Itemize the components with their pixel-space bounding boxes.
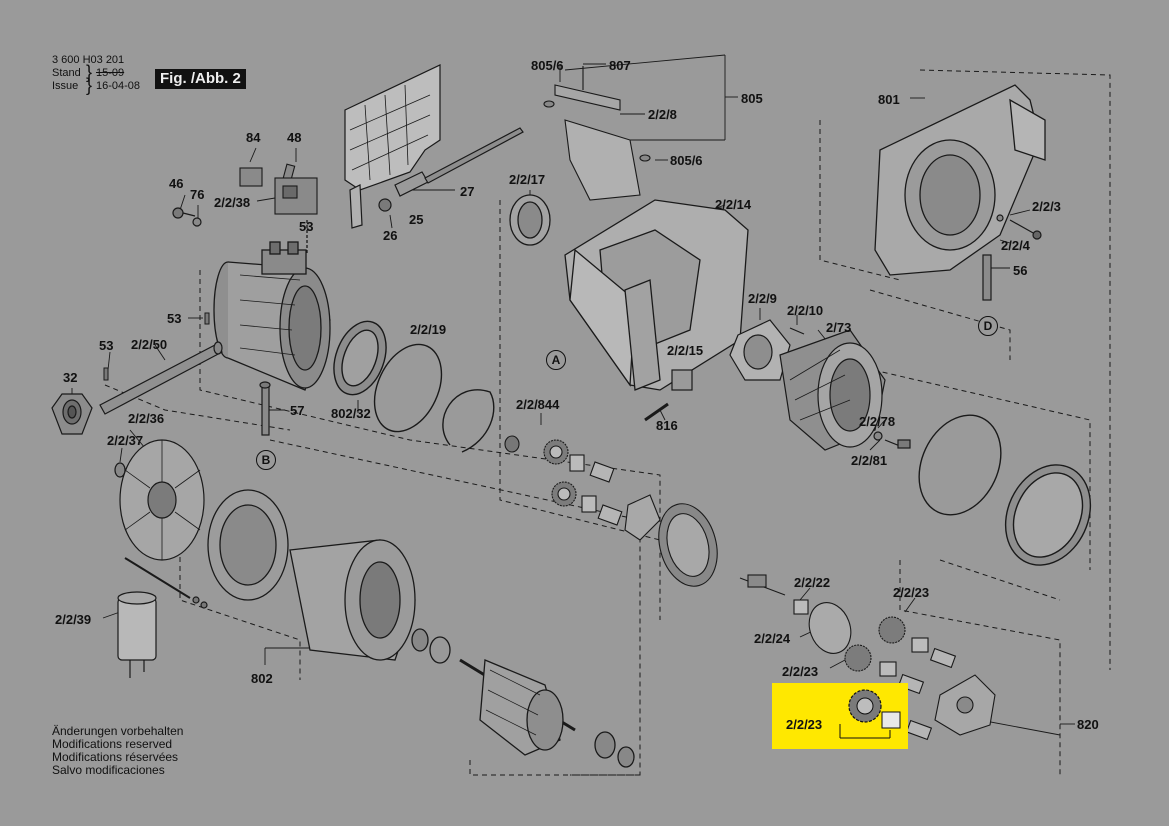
- selected-part-highlight[interactable]: [772, 683, 908, 749]
- callout-2-2-3[interactable]: 2/2/3: [1032, 199, 1061, 214]
- callout-2-73[interactable]: 2/73: [826, 320, 852, 335]
- part-armature: [459, 658, 635, 768]
- modification-notes: Änderungen vorbehalten Modifications res…: [52, 725, 183, 777]
- part-cover-plate: [344, 64, 524, 229]
- callout-2-2-23-left[interactable]: 2/2/23: [782, 664, 819, 679]
- callout-53-mid[interactable]: 53: [167, 311, 182, 326]
- brace-icon: }: [86, 75, 93, 95]
- assembly-outlines: [104, 69, 1111, 776]
- part-gear-section: [793, 599, 996, 741]
- callout-2-2-37[interactable]: 2/2/37: [107, 433, 144, 448]
- callout-25[interactable]: 25: [409, 212, 424, 227]
- part-screw-2278: [873, 431, 911, 449]
- brace-icon: }: [86, 62, 93, 82]
- part-fan-2236: [114, 439, 205, 561]
- issue-label: Issue: [52, 80, 79, 92]
- callout-802[interactable]: 802: [251, 671, 273, 686]
- note-line: Salvo modificaciones: [52, 763, 165, 777]
- part-gasket-229: [729, 319, 805, 381]
- part-pin-816: [644, 369, 693, 422]
- part-screw-223-224: [996, 214, 1042, 240]
- callout-816[interactable]: 816: [656, 418, 678, 433]
- part-shaft-2-2-50: [51, 341, 223, 435]
- callout-2-2-19[interactable]: 2/2/19: [410, 322, 447, 337]
- part-pin-56: [982, 254, 992, 301]
- callout-805-6-top[interactable]: 805/6: [531, 58, 564, 73]
- callout-2-2-38[interactable]: 2/2/38: [214, 195, 251, 210]
- callout-76[interactable]: 76: [190, 187, 205, 202]
- callout-26[interactable]: 26: [383, 228, 398, 243]
- callout-32[interactable]: 32: [63, 370, 78, 385]
- stand-value: 15-09: [96, 67, 125, 79]
- callout-2-2-23-top[interactable]: 2/2/23: [893, 585, 930, 600]
- callout-27[interactable]: 27: [460, 184, 475, 199]
- stand-label: Stand: [52, 67, 81, 79]
- note-line: Änderungen vorbehalten: [52, 724, 184, 738]
- callout-2-2-9[interactable]: 2/2/9: [748, 291, 777, 306]
- callout-802-32[interactable]: 802/32: [331, 406, 371, 421]
- callout-801[interactable]: 801: [878, 92, 900, 107]
- part-number: 3 600 H03 201: [52, 54, 125, 66]
- figure-badge: Fig. /Abb. 2: [155, 69, 246, 89]
- part-planetary-set: [504, 435, 786, 596]
- callout-2-2-36[interactable]: 2/2/36: [128, 411, 165, 426]
- marker-d[interactable]: D: [978, 316, 998, 336]
- part-brush-holder: [239, 163, 318, 215]
- callout-84[interactable]: 84: [246, 130, 261, 145]
- document-info: 3 600 H03 201 Stand}15-09 Issue}16-04-08: [52, 54, 141, 95]
- part-stator-802: [207, 489, 451, 664]
- part-motor-housing: [213, 220, 331, 391]
- callout-53-left[interactable]: 53: [99, 338, 114, 353]
- callout-2-2-78[interactable]: 2/2/78: [859, 414, 896, 429]
- callout-56[interactable]: 56: [1013, 263, 1028, 278]
- marker-b[interactable]: B: [256, 450, 276, 470]
- callout-2-2-24[interactable]: 2/2/24: [754, 631, 791, 646]
- callout-53-top[interactable]: 53: [299, 219, 314, 234]
- callout-2-2-17[interactable]: 2/2/17: [509, 172, 546, 187]
- callout-2-2-22[interactable]: 2/2/22: [794, 575, 831, 590]
- note-line: Modifications réservées: [52, 750, 179, 764]
- part-gearbox-housing: [509, 194, 749, 391]
- part-screw-46-76: [172, 207, 202, 227]
- issue-value: 16-04-08: [96, 80, 141, 92]
- note-line: Modifications reserved: [52, 737, 173, 751]
- callout-2-2-10[interactable]: 2/2/10: [787, 303, 824, 318]
- callout-46[interactable]: 46: [169, 176, 184, 191]
- callout-48[interactable]: 48: [287, 130, 302, 145]
- callout-2-2-81[interactable]: 2/2/81: [851, 453, 888, 468]
- callout-820[interactable]: 820: [1077, 717, 1099, 732]
- part-rings-right: [918, 414, 1092, 566]
- part-bracket-805: [543, 66, 651, 201]
- part-capacitor: [117, 557, 208, 678]
- callout-805-6-bottom[interactable]: 805/6: [670, 153, 703, 168]
- marker-a[interactable]: A: [546, 350, 566, 370]
- part-end-frame-801: [874, 84, 1046, 276]
- callout-2-2-50[interactable]: 2/2/50: [131, 337, 168, 352]
- callout-807[interactable]: 807: [609, 58, 631, 73]
- callout-2-2-4[interactable]: 2/2/4: [1001, 238, 1030, 253]
- callout-2-2-15[interactable]: 2/2/15: [667, 343, 704, 358]
- part-bolt-57: [259, 381, 271, 436]
- callout-2-2-8[interactable]: 2/2/8: [648, 107, 677, 122]
- highlighted-part-label: 2/2/23: [786, 717, 823, 732]
- callout-57[interactable]: 57: [290, 403, 305, 418]
- callout-2-2-844[interactable]: 2/2/844: [516, 397, 560, 412]
- part-bearing-ring: [333, 320, 495, 453]
- callout-805[interactable]: 805: [741, 91, 763, 106]
- callout-2-2-39[interactable]: 2/2/39: [55, 612, 92, 627]
- callout-2-2-14[interactable]: 2/2/14: [715, 197, 752, 212]
- part-fan-273: [779, 329, 886, 451]
- part-pin-53: [103, 312, 210, 381]
